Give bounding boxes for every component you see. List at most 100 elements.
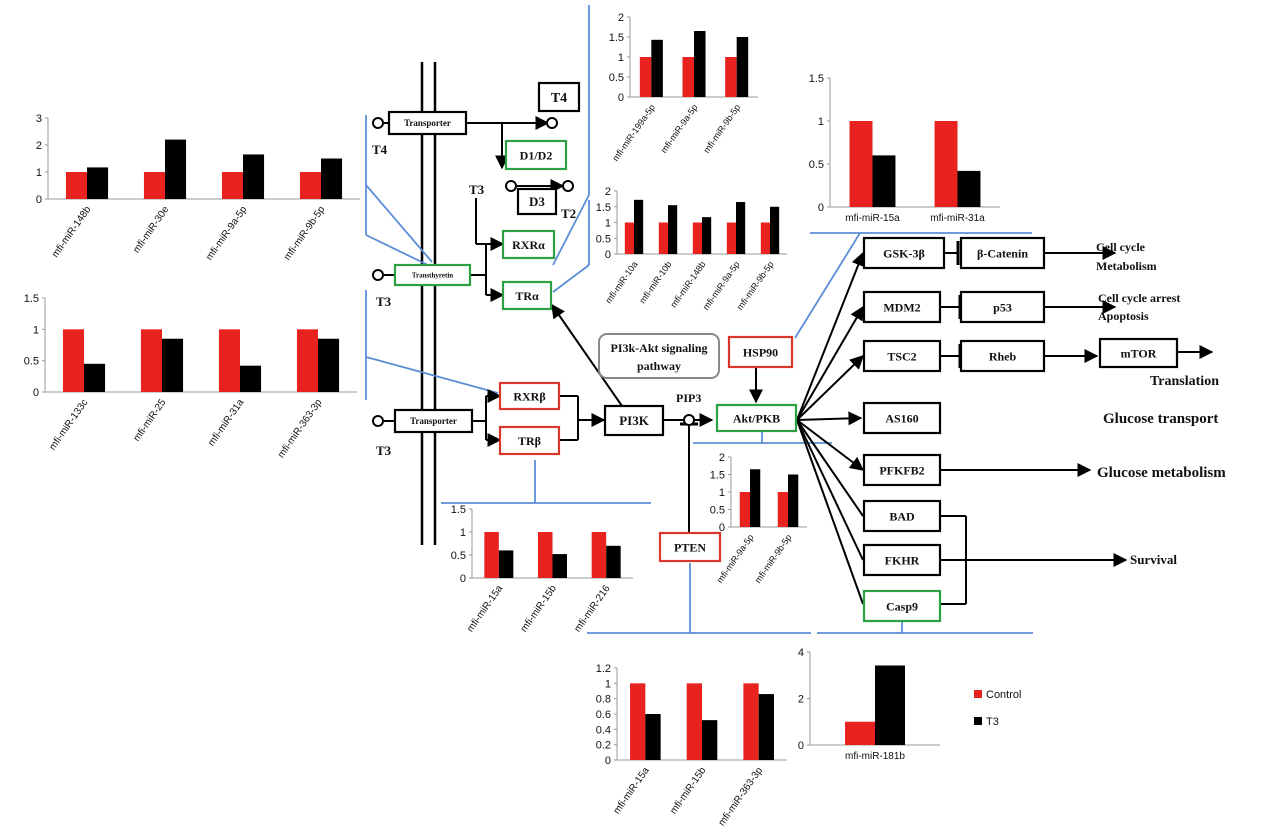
bar-control [639,57,652,97]
node-casp9-box [862,589,942,623]
bar-control [484,532,499,578]
node-as160-label: AS160 [885,411,918,425]
chart-tick-label: 1 [33,324,39,336]
node-tra-box [501,280,553,311]
node-rxra-box [501,229,556,260]
bar-control [296,329,318,392]
bar-t3 [872,155,896,207]
node-hsp90-box [727,335,794,369]
chart-tick-label: 0.5 [710,505,725,517]
apoptosis-label: Apoptosis [1098,309,1149,323]
node-mtor-label: mTOR [1121,346,1157,360]
node-pi3k-label: PI3K [619,413,650,428]
legend-control-swatch [974,690,982,698]
glucose-transport-label: Glucose transport [1103,411,1218,427]
bar-control [777,492,788,527]
bar-t3 [606,545,621,578]
node-pi3k-box [603,404,665,437]
node-mtor-box [1098,337,1179,369]
chart-tick-label: 0 [719,522,725,534]
chart-tick-label: 0.5 [609,72,624,84]
node-transporter1: Transporter [387,110,468,136]
chart-tick-label: 1.5 [451,504,466,516]
node-transporter2: Transporter [393,408,474,434]
chart-tick-label: 2 [618,12,624,24]
chart-tick-label: 3 [36,113,42,125]
bar-control [143,172,165,199]
bar-t3 [758,694,774,760]
node-tsc2-label: TSC2 [887,349,916,363]
node-fkhr-label: FKHR [885,553,920,567]
node-transthyretin-label: Transthyretin [412,272,453,280]
chart-tick-label: 0.2 [596,740,611,752]
node-d1d2-box [504,139,568,171]
bar-t3 [84,363,106,392]
node-t4_top: T4 [537,81,581,113]
node-akt-label: Akt/PKB [733,411,780,425]
chart-category-label: mfi-miR-148b [668,259,707,309]
bar-t3 [165,139,187,199]
cell-membrane [420,62,437,545]
bar-control [726,222,736,254]
bar-t3 [645,714,661,760]
node-rxra: RXRα [501,229,556,260]
bar-t3 [702,217,712,254]
t3-inner-label: T3 [469,182,485,197]
bar-control [62,329,84,392]
pi3k-pathway-line1: PI3k-Akt signaling [610,341,707,355]
bar-t3 [87,167,109,199]
node-gsk3b-label: GSK-3β [883,246,925,260]
bar-control [739,492,750,527]
bar-control [692,222,702,254]
chart-tick-label: 1 [719,487,725,499]
survival-label: Survival [1130,552,1177,567]
node-fkhr-box [862,543,942,577]
chart-category-label: mfi-miR-10b [637,259,673,305]
node-d3: D3 [516,187,558,216]
bar-control [140,329,162,392]
node-as160: AS160 [862,401,942,435]
chart-tick-label: 1 [36,167,42,179]
node-pi3k: PI3K [603,404,665,437]
node-pten-label: PTEN [674,540,706,554]
node-transporter2-label: Transporter [410,416,457,426]
chart-tick-label: 1.5 [809,73,824,85]
node-p53-label: p53 [993,300,1012,314]
node-as160-box [862,401,942,435]
chart-category-label: mfi-miR-10a [603,259,639,305]
node-transporter2-box [393,408,474,434]
bar-t3 [162,338,184,392]
cell-cycle-arrest-label: Cell cycle arrest [1098,291,1180,305]
chart-tick-label: 1.5 [609,32,624,44]
chart-tick-label: 1.5 [24,293,39,305]
chart-category-label: mfi-miR-216 [572,583,612,634]
node-t4_top-label: T4 [551,91,567,106]
chart-category-label: mfi-miR-9b-5p [753,532,794,584]
node-rxrb-box [498,381,561,411]
node-pfkfb2-box [862,453,942,487]
bar-t3 [702,720,718,760]
bar-t3 [634,199,644,254]
bar-t3 [736,202,746,254]
chart-category-label: mfi-miR-31a [206,397,246,448]
node-pi3k-akt-pathway-box [598,333,720,379]
chart-tick-label: 0 [798,740,804,752]
chart-tick-label: 2 [798,694,804,706]
legend-control-label: Control [986,689,1021,701]
bar-control [845,721,875,745]
node-gsk3b: GSK-3β [862,236,946,270]
node-bad-box [862,499,942,533]
chart-category-label: mfi-miR-9b-5p [701,102,742,154]
bar-t3 [736,37,749,97]
legend-t3-label: T3 [986,716,999,728]
chart-tick-label: 0 [605,249,611,261]
translation-label: Translation [1150,374,1219,389]
ligand-circles [372,117,695,427]
chart-tick-label: 0.5 [451,550,466,562]
chart-tick-label: 2 [36,140,42,152]
